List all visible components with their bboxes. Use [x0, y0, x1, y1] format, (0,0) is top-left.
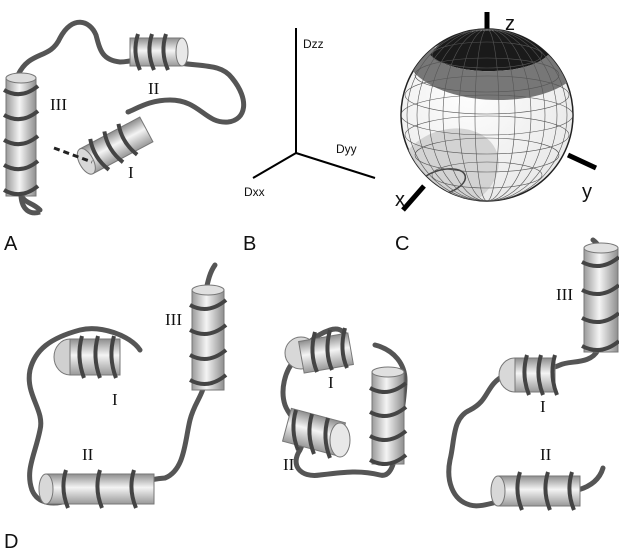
panel-d-structure-2: I II — [283, 328, 406, 475]
panel-a-structure: III II I — [4, 22, 244, 213]
panel-d1-helix-iii — [190, 285, 226, 390]
panel-d1-helix-ii — [39, 470, 154, 508]
panel-a-label-i: I — [128, 163, 134, 182]
panel-d1-label-ii: II — [82, 445, 94, 464]
panel-d3-helix-iii — [582, 243, 619, 352]
panel-d1-backbone — [29, 265, 215, 503]
panel-b-label-dxx: Dxx — [244, 185, 265, 199]
panel-a-helix-ii — [130, 34, 188, 70]
panel-label-d: D — [4, 531, 18, 553]
panel-d2-helix-iii — [370, 367, 406, 464]
panel-b-axis-xx — [253, 153, 296, 178]
panel-c-sphere-group: z x y — [385, 12, 596, 225]
panel-d-structure-1: I II III — [29, 265, 226, 508]
panel-c-label-y: y — [582, 181, 592, 203]
panel-d2-helix-ii — [283, 408, 350, 458]
panel-c-y-axis — [568, 155, 596, 168]
panel-d3-helix-i — [499, 355, 557, 395]
panel-d1-label-i: I — [112, 390, 118, 409]
panel-a-label-ii: II — [148, 79, 160, 98]
panel-c-label-x: x — [395, 189, 405, 211]
panel-d1-helix-i — [54, 336, 120, 378]
panel-a-helix-iii — [4, 73, 40, 213]
panel-d1-label-iii: III — [165, 310, 182, 329]
panel-b-label-dzz: Dzz — [303, 37, 324, 51]
panel-b-label-dyy: Dyy — [336, 142, 357, 156]
panel-c-x-axis — [403, 186, 424, 210]
panel-d3-helix-ii — [491, 472, 580, 510]
panel-a-helix-i — [72, 114, 155, 181]
panel-label-c: C — [395, 233, 409, 255]
panel-label-b: B — [243, 233, 256, 255]
panel-c-label-z: z — [505, 13, 515, 35]
panel-d3-label-iii: III — [556, 285, 573, 304]
panel-d3-label-i: I — [540, 397, 546, 416]
panel-d3-label-ii: II — [540, 445, 552, 464]
panel-d2-label-ii: II — [283, 455, 295, 474]
panel-b-axis-yy — [296, 153, 375, 178]
panel-label-a: A — [4, 233, 18, 255]
panel-d-structure-3: I II III — [449, 240, 619, 510]
panel-d2-label-i: I — [328, 373, 334, 392]
panel-b-axes: Dzz Dyy Dxx — [244, 28, 375, 199]
panel-a-label-iii: III — [50, 95, 67, 114]
